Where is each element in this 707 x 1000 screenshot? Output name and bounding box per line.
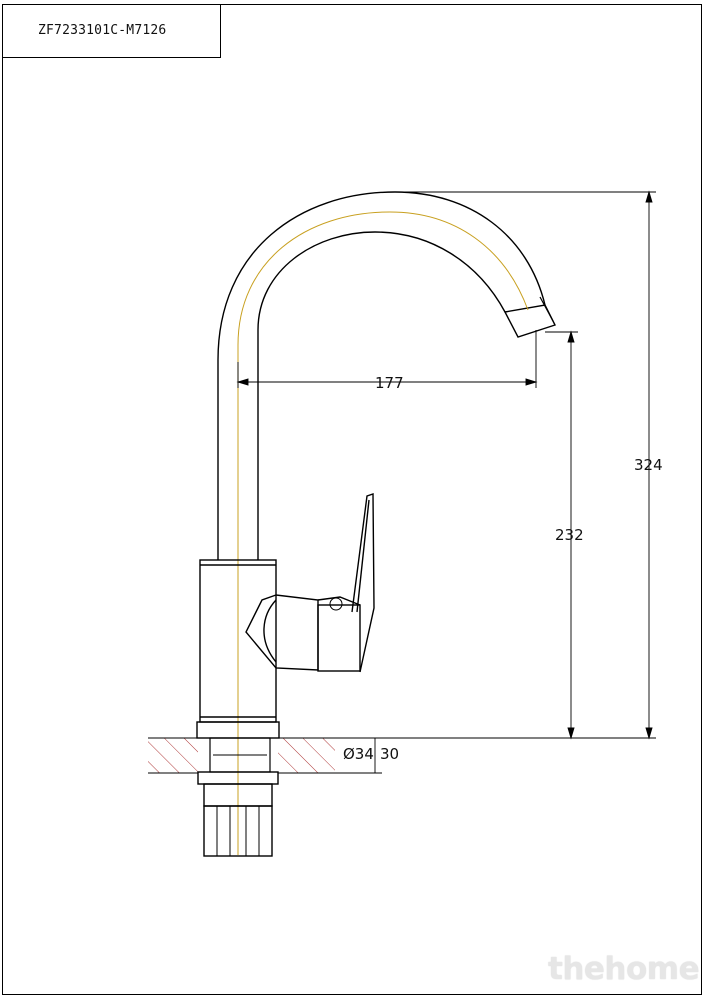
lever-handle	[245, 493, 375, 673]
dimension-spout-height	[545, 330, 578, 740]
thread-diameter-value: Ø34	[343, 745, 374, 763]
spout-height-value: 232	[555, 526, 584, 544]
reach-value: 177	[375, 374, 404, 392]
drawing-border	[2, 4, 702, 995]
mount-thickness-value: 30	[380, 745, 399, 763]
watermark-logo: thehome	[548, 951, 700, 987]
total-height-value: 324	[634, 456, 663, 474]
dimension-total-height	[335, 190, 656, 740]
dimension-mount-thickness	[335, 738, 382, 774]
title-block	[2, 4, 221, 58]
spout	[217, 191, 556, 560]
faucet-body	[196, 559, 280, 857]
centerline	[237, 211, 529, 855]
dimension-reach	[236, 330, 538, 388]
model-code: ZF7233101C-M7126	[38, 23, 167, 38]
